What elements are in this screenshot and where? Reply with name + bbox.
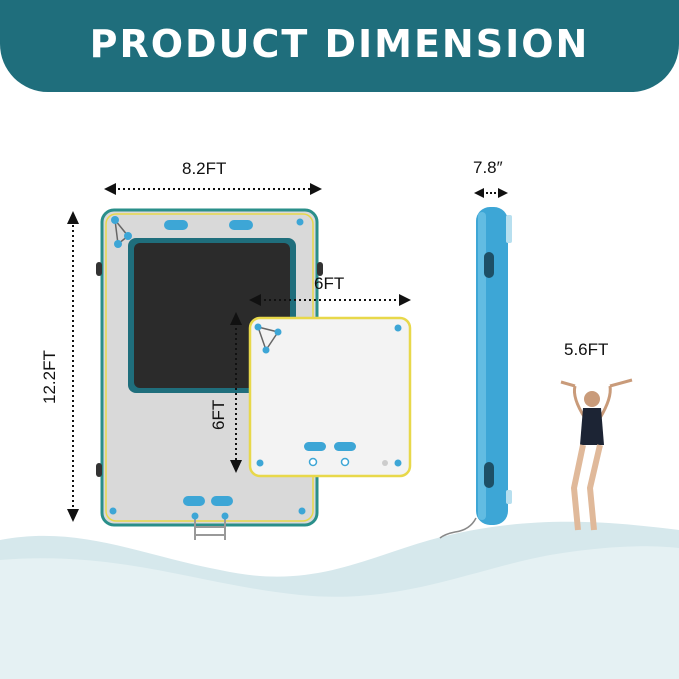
pool-width-label: 6FT [314, 274, 345, 293]
platform-width-arrow [104, 183, 322, 195]
platform-length-label: 12.2FT [40, 350, 59, 404]
inflatable-tube [439, 207, 512, 539]
tube-diameter-arrow [474, 188, 508, 198]
platform-width-label: 8.2FT [182, 159, 227, 178]
tube-length-label: 5.6FT [564, 340, 609, 359]
pool-pad [248, 316, 412, 478]
ladder [191, 512, 229, 540]
platform-length-arrow [67, 211, 79, 522]
banner-title: PRODUCT DIMENSION [89, 22, 590, 66]
pool-length-arrow [230, 312, 242, 473]
tube-diameter-label: 7.8″ [473, 158, 503, 177]
background-wave [0, 521, 679, 679]
gymnast-figure [560, 378, 633, 531]
pool-width-arrow [249, 294, 411, 306]
header-banner: PRODUCT DIMENSION [0, 0, 679, 92]
pool-length-label: 6FT [209, 399, 228, 430]
